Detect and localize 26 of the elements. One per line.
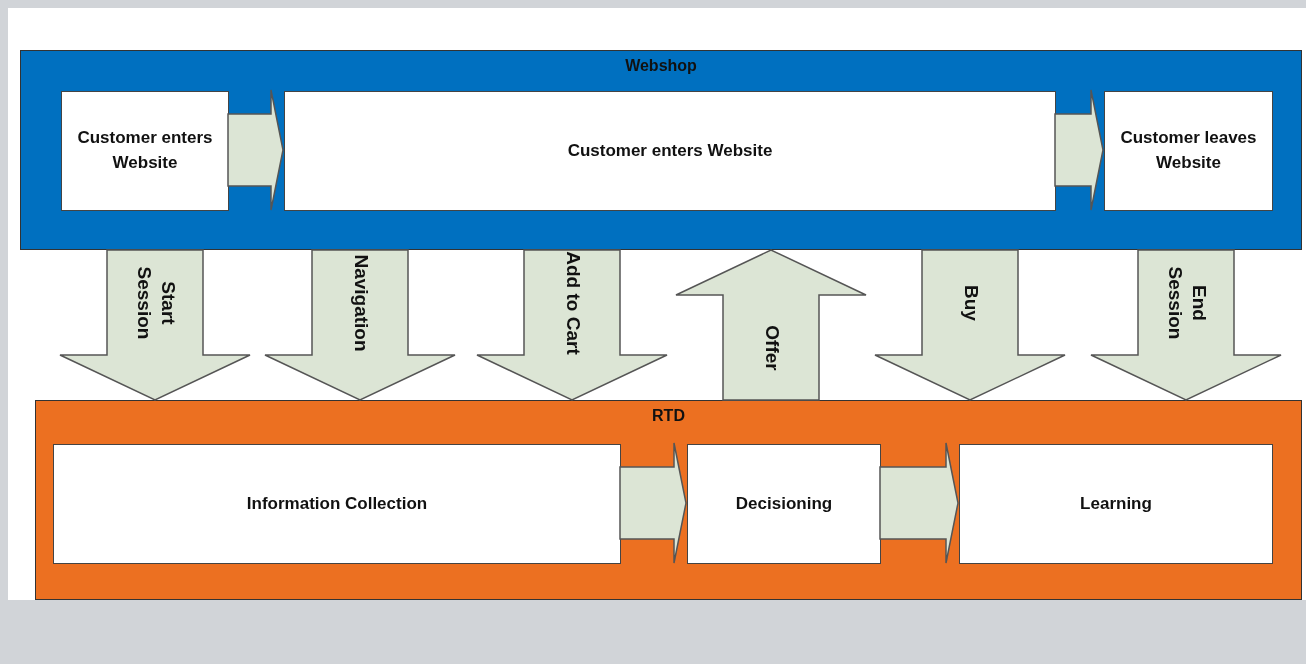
block-arrow xyxy=(874,249,1066,401)
process-box: Customer leaves Website xyxy=(1104,91,1273,211)
block-arrow xyxy=(1054,89,1104,211)
block-arrow xyxy=(59,249,251,401)
panel-title: Webshop xyxy=(625,57,697,75)
panel-title: RTD xyxy=(652,407,685,425)
block-arrow xyxy=(619,442,687,564)
block-arrow xyxy=(227,89,284,211)
container-panel xyxy=(35,400,1302,600)
block-arrow xyxy=(1090,249,1282,401)
edge-label: Buy xyxy=(958,283,982,323)
block-arrow xyxy=(879,442,959,564)
edge-label: Offer xyxy=(759,323,783,373)
process-box: Customer enters Website xyxy=(61,91,229,211)
process-box: Learning xyxy=(959,444,1273,564)
block-arrow xyxy=(264,249,456,401)
process-box: Information Collection xyxy=(53,444,621,564)
edge-label: Add to Cart xyxy=(560,250,584,355)
edge-label: Start Session xyxy=(132,265,179,341)
block-arrow xyxy=(476,249,668,401)
container-panel xyxy=(20,50,1302,250)
process-box: Customer enters Website xyxy=(284,91,1056,211)
edge-label: End Session xyxy=(1163,265,1210,341)
process-box: Decisioning xyxy=(687,444,881,564)
edge-label: Navigation xyxy=(348,252,372,354)
block-arrow xyxy=(675,249,867,401)
